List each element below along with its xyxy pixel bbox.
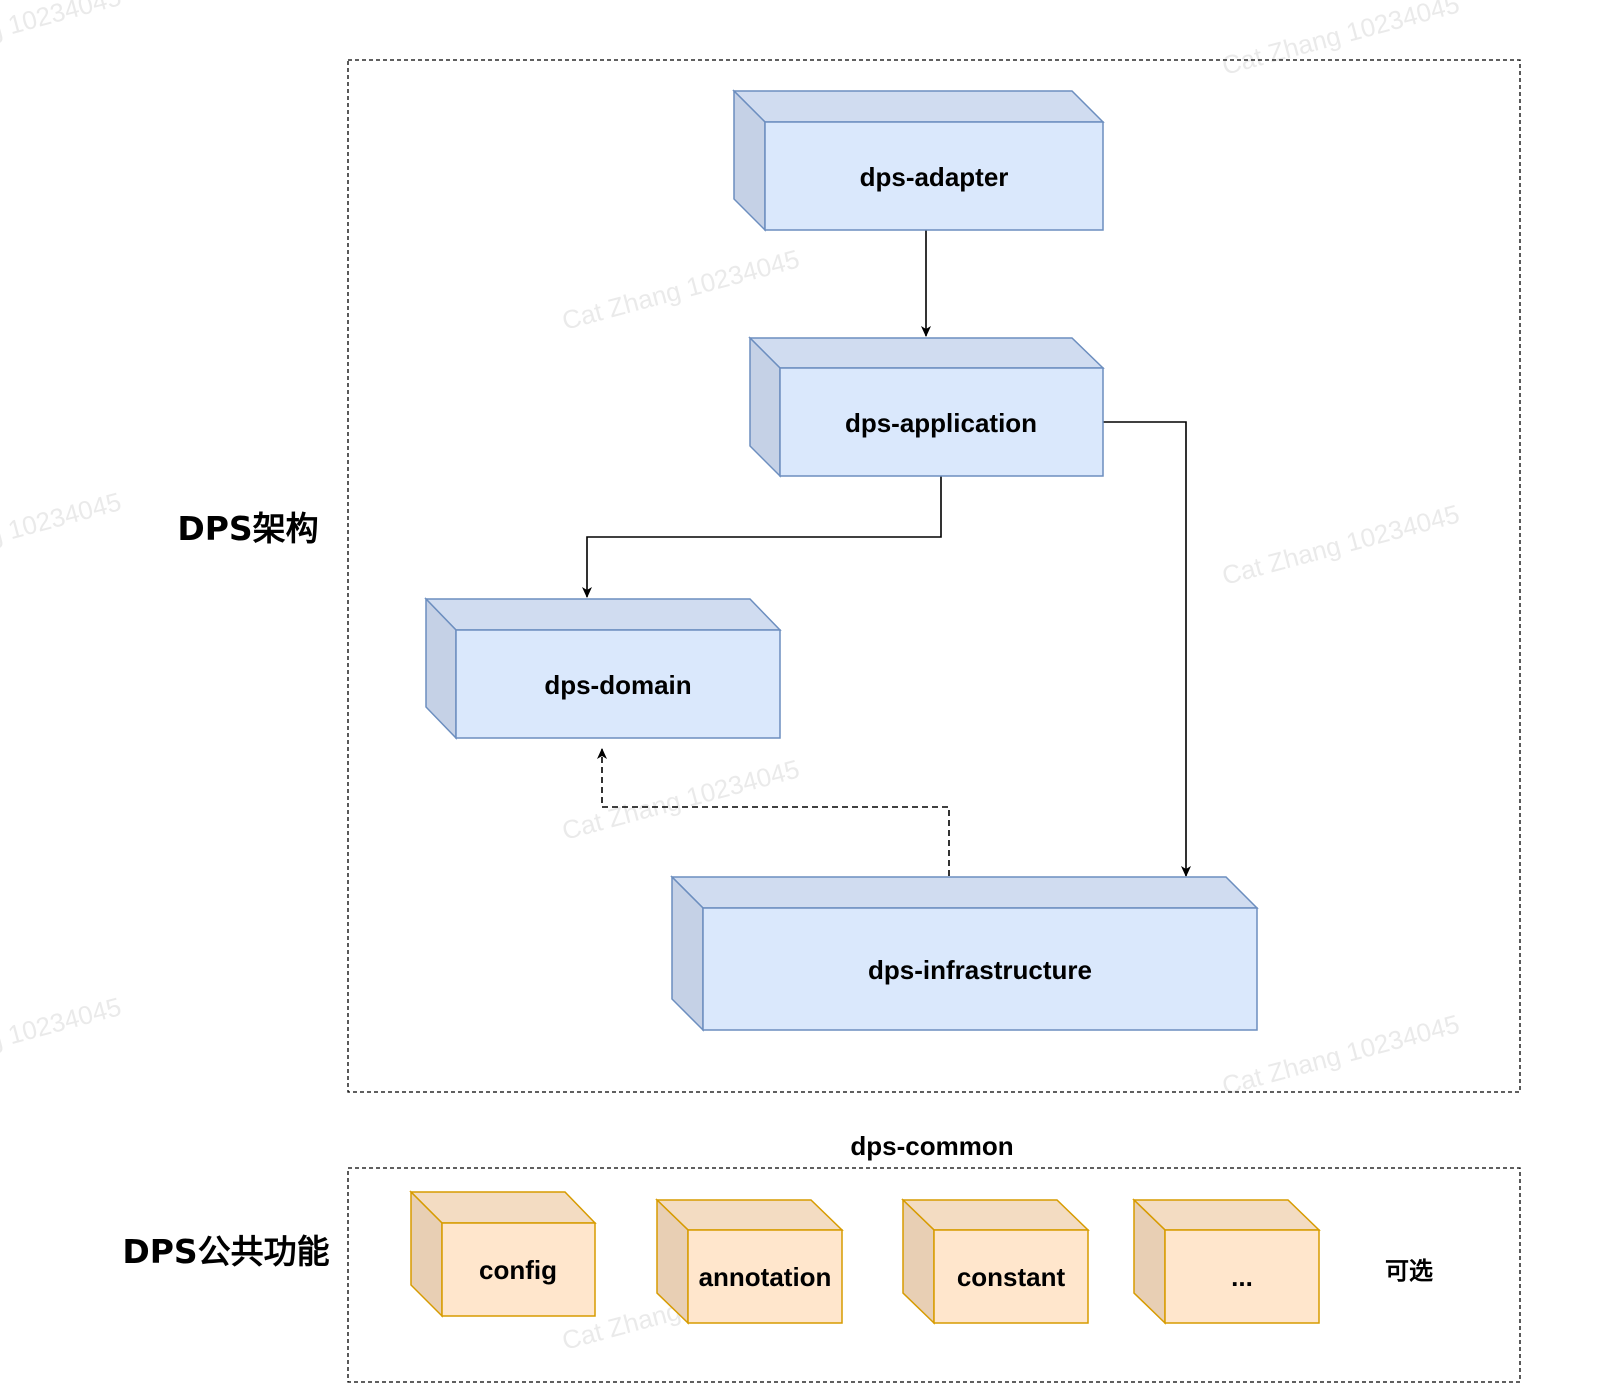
watermark: Cat Zhang 10234045 [1219, 0, 1463, 81]
common-config-label: config [479, 1255, 557, 1285]
module-application: dps-application [748, 336, 1105, 478]
common-more-label: ... [1231, 1262, 1253, 1292]
box-face [702, 907, 1258, 1031]
module-domain-label: dps-domain [544, 670, 691, 700]
common-constant-label: constant [957, 1262, 1066, 1292]
watermark: Cat Zhang 10234045 [559, 754, 803, 846]
box-top [670, 876, 1259, 909]
module-infrastructure-label: dps-infrastructure [868, 955, 1092, 985]
box-top [1132, 1199, 1321, 1231]
module-adapter: dps-adapter [732, 89, 1105, 232]
architecture-group [347, 59, 1521, 1093]
box-face [933, 1229, 1089, 1324]
edges [582, 230, 1191, 877]
common-constant: constant [901, 1198, 1090, 1325]
box-top [901, 1199, 1090, 1231]
box-face [441, 1222, 596, 1317]
optional-note: 可选 [1385, 1257, 1433, 1285]
box-top [748, 337, 1105, 369]
box-top [424, 598, 782, 631]
watermark: g 10234045 [0, 486, 124, 551]
box-face [1164, 1229, 1320, 1324]
architecture-section-label: DPS架构 [177, 509, 318, 548]
box-face [455, 629, 781, 739]
common-group-title: dps-common [850, 1131, 1013, 1161]
common-section-label: DPS公共功能 [122, 1232, 329, 1271]
module-infrastructure: dps-infrastructure [670, 875, 1259, 1032]
common-config: config [409, 1190, 597, 1318]
common-annotation-label: annotation [699, 1262, 832, 1292]
module-adapter-label: dps-adapter [860, 162, 1009, 192]
common-more: ... [1132, 1198, 1321, 1325]
box-face [764, 121, 1104, 231]
common-annotation: annotation [655, 1198, 844, 1325]
watermark: g 10234045 [0, 991, 124, 1056]
watermark: g 10234045 [0, 0, 124, 46]
edge-application-to-domain [582, 476, 942, 598]
module-domain: dps-domain [424, 597, 782, 740]
edge-application-to-infrastructure [1103, 421, 1191, 877]
edge-infrastructure-to-domain-dashed [597, 748, 950, 876]
box-top [732, 90, 1105, 123]
watermark: Cat Zhang 10234045 [1219, 499, 1463, 591]
box-top [409, 1191, 597, 1224]
box-face [779, 367, 1104, 477]
watermark: Cat Zhang 10234045 [559, 244, 803, 336]
box-face [687, 1229, 843, 1324]
module-application-label: dps-application [845, 408, 1037, 438]
box-top [655, 1199, 844, 1231]
